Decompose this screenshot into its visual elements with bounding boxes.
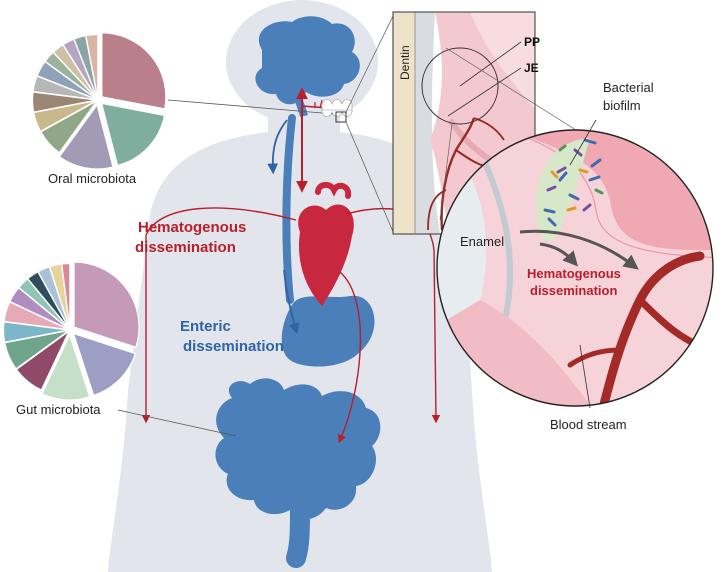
gut-leader-line	[117, 409, 237, 437]
oral-pie-slice-3	[58, 103, 114, 170]
intestines	[215, 378, 381, 568]
heart	[298, 182, 354, 306]
teeth-region	[321, 13, 395, 235]
zoom-hematogenous-label-line2: dissemination	[530, 283, 617, 298]
gut-microbiota-label: Gut microbiota	[16, 402, 101, 417]
gut-microbiota-pie	[2, 261, 140, 401]
bacterial-biofilm-label-line2: biofilm	[603, 98, 641, 113]
gut-pie-slice-1	[73, 261, 140, 348]
pp-pointer	[459, 41, 522, 87]
bacterial-biofilm-label-line1: Bacterial	[603, 80, 654, 95]
biofilm-pointer	[569, 119, 597, 166]
enamel-label: Enamel	[460, 234, 504, 249]
gut-pie-slice-3	[41, 333, 91, 401]
oral-microbiota-label: Oral microbiota	[48, 171, 137, 186]
gut-pie-slice-2	[72, 332, 137, 397]
je-pointer	[447, 67, 522, 117]
oral-pie-slice-13	[85, 33, 99, 99]
gut-pie-slice-13	[61, 262, 71, 329]
enteric-label-line1: Enteric	[180, 318, 231, 335]
stomach	[281, 295, 375, 367]
zoom-source-box	[335, 111, 347, 123]
dentin-label: Dentin	[398, 45, 412, 80]
inset-focus-circle	[421, 47, 499, 125]
zoom-hematogenous-label-line1: Hematogenous	[527, 266, 621, 281]
blood-stream-label: Blood stream	[550, 417, 627, 432]
gut-pie-slice-4	[15, 330, 70, 391]
hematogenous-label-line2: dissemination	[135, 239, 236, 256]
esophagus	[282, 114, 296, 304]
pp-label: PP	[524, 35, 540, 49]
oral-pie-slice-1	[101, 32, 167, 110]
enteric-arrows	[267, 119, 300, 335]
labels: Oral microbiota Gut microbiota Hematogen…	[16, 35, 654, 432]
oral-microbiota-pie	[31, 32, 167, 170]
blood-stream-pointer	[579, 344, 591, 409]
je-label: JE	[524, 61, 539, 75]
oral-pie-slice-2	[100, 102, 166, 167]
enteric-label-line2: dissemination	[183, 338, 284, 355]
oral-leader-line	[167, 99, 335, 115]
hematogenous-label-line1: Hematogenous	[138, 219, 246, 236]
zoom-circle	[436, 119, 714, 409]
